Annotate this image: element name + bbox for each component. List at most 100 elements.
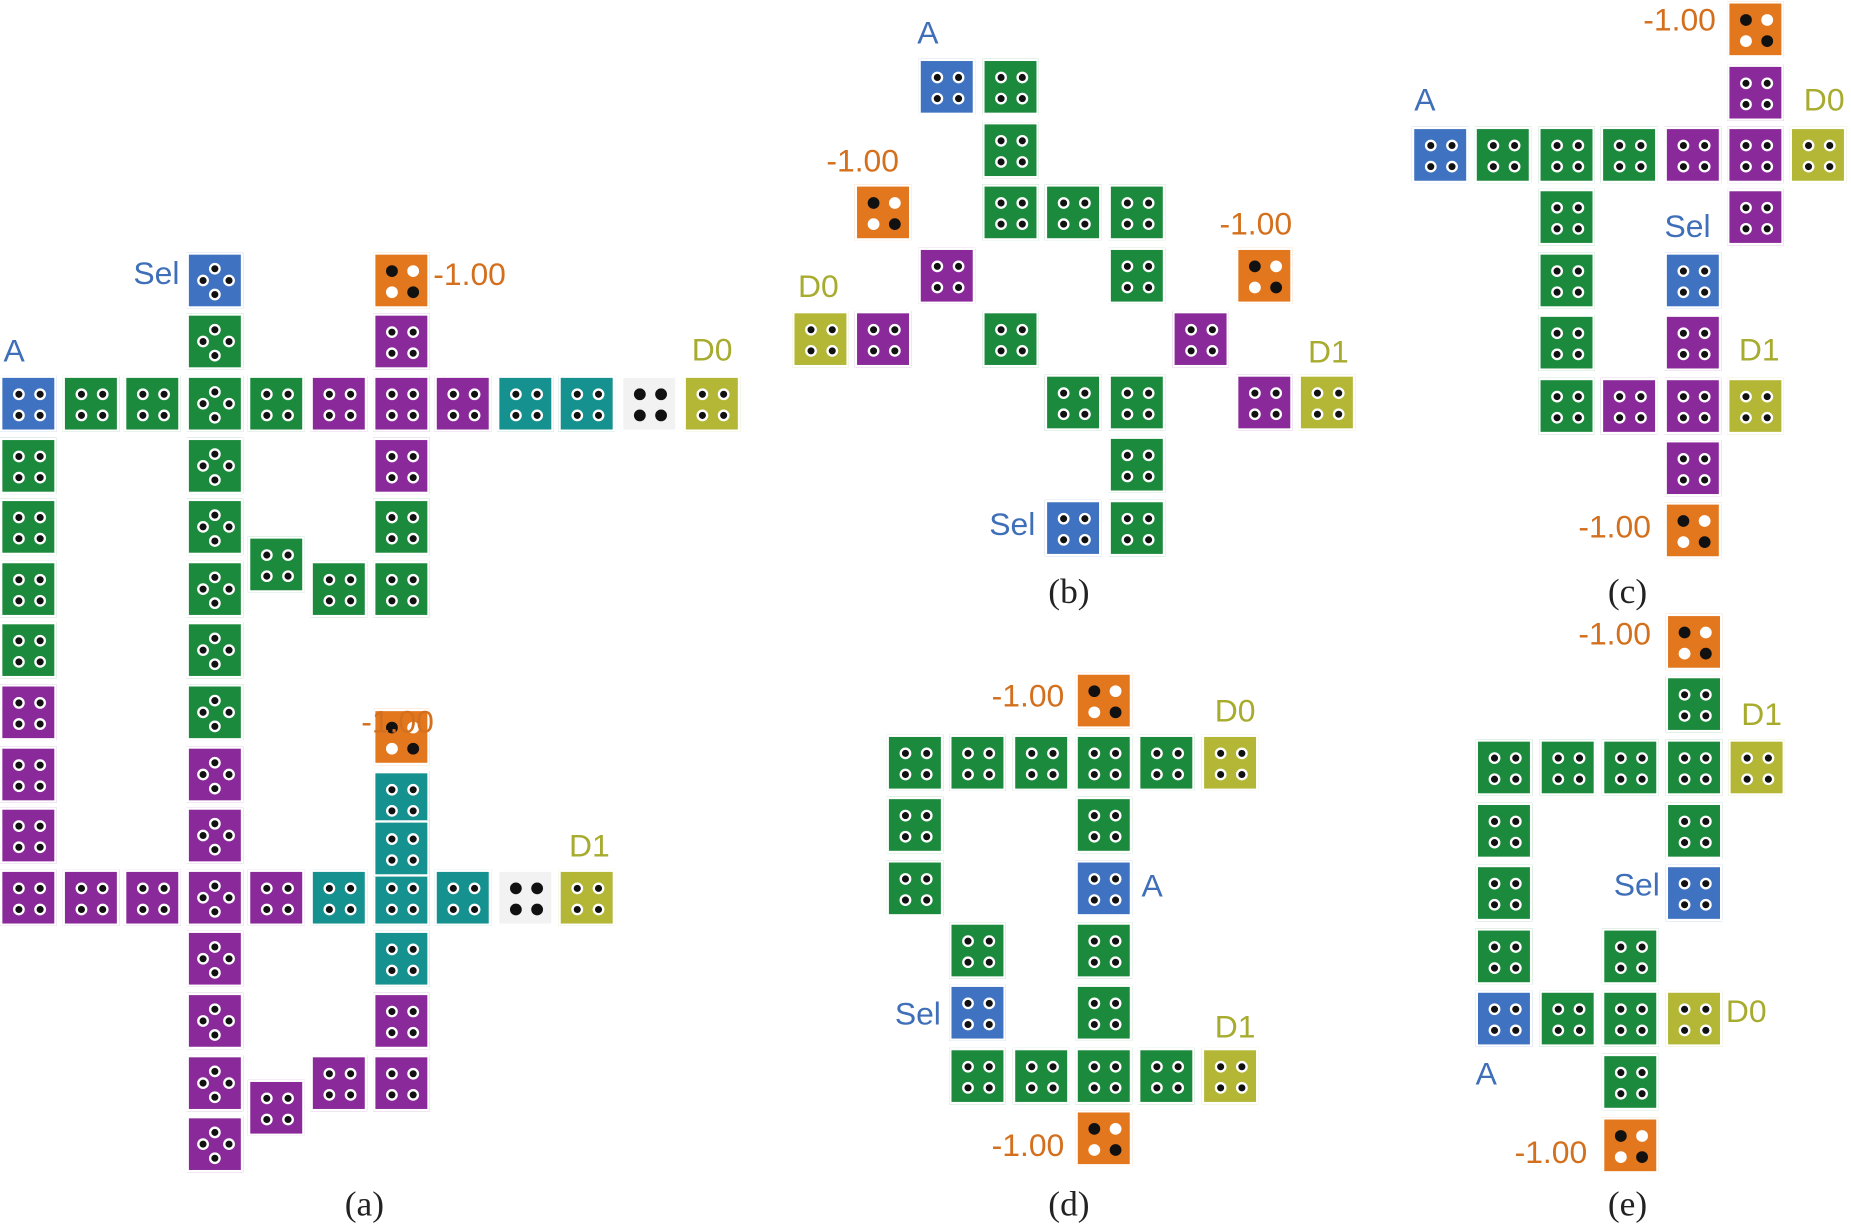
quantum-dot [509,388,522,401]
quantum-dot [1088,809,1101,822]
quantum-dot [1206,345,1219,357]
wire-cell [1600,126,1658,184]
quantum-dot [1636,962,1648,975]
wire-cell [886,860,944,917]
input-cell [0,375,57,432]
quantum-dot [136,882,149,895]
electron-dot [1699,647,1712,660]
wire-cell [1012,734,1070,791]
quantum-dot [1446,139,1458,152]
quantum-dot [34,532,47,545]
wire-cell [1538,314,1595,371]
quantum-dot [447,903,460,916]
quantum-dot [1248,408,1261,421]
wire-cell [949,922,1006,979]
label-d0: D0 [1214,693,1256,729]
quantum-dot [34,450,47,463]
quantum-dot [867,323,880,336]
quantum-dot [1150,747,1163,760]
rotated-cell [186,930,244,987]
quantum-dot [1487,160,1500,173]
quantum-dot [1109,1060,1122,1073]
quantum-dot [983,997,996,1010]
quantum-dot [888,345,901,357]
fixed-cell [373,708,430,766]
quantum-dot [1509,962,1522,975]
quantum-dot [407,882,420,895]
quantum-dot [1488,773,1501,786]
quantum-dot [920,894,933,906]
empty-cell [496,869,554,926]
quantum-dot [1698,474,1711,486]
wire-cell [1075,1047,1133,1105]
quantum-dot [1088,1081,1101,1094]
quantum-dot [995,345,1007,357]
quantum-dot [962,747,974,760]
output-cell [1201,1047,1259,1105]
quantum-dot [1109,873,1122,885]
electron-dot [1109,1144,1122,1156]
quantum-dot [1016,323,1029,336]
quantum-dot [1488,815,1501,828]
quantum-dot [96,388,109,401]
quantum-dot [407,1089,420,1101]
quantum-dot [1802,160,1815,173]
quantum-dot [158,903,170,916]
wire-cell [1235,374,1293,431]
label-a: A [917,15,939,51]
quantum-dot [386,326,398,338]
quantum-dot [1235,747,1248,760]
input-cell [1475,990,1533,1047]
quantum-dot [1636,1130,1648,1142]
quantum-dot [1185,345,1198,357]
quantum-dot [34,882,47,895]
quantum-dot [1677,139,1690,152]
quantum-dot [12,450,25,463]
quantum-dot [158,882,170,895]
quantum-dot [1488,836,1501,849]
quantum-dot [1057,512,1070,525]
quantum-dot [805,345,817,357]
quantum-dot [208,1126,221,1139]
quantum-dot [1698,515,1711,527]
quantum-dot [995,156,1007,168]
quantum-dot [1332,408,1345,421]
wire-cell [949,1047,1006,1105]
quantum-dot [983,768,996,781]
wire-cell [1475,739,1533,796]
quantum-dot [1551,411,1563,424]
quantum-dot [1677,160,1690,173]
quantum-dot [323,1067,336,1080]
wire-cell [1172,310,1229,368]
label-d1: D1 [569,828,610,864]
quantum-dot [208,386,221,398]
fixed-cell [1235,247,1293,304]
quantum-dot [1088,747,1101,760]
wire-cell [373,313,430,370]
quantum-dot [158,388,170,401]
quantum-dot [952,281,965,294]
quantum-dot [1678,1024,1691,1037]
quantum-dot [931,281,944,294]
label-a: A [3,333,25,369]
quantum-dot [447,388,460,401]
quantum-dot [407,388,420,401]
quantum-dot [1509,836,1522,849]
quantum-dot [197,891,209,904]
wire-cell [886,734,944,791]
output-cell [1789,126,1847,184]
quantum-dot [1678,898,1691,911]
quantum-dot [1142,281,1155,294]
quantum-dot [1677,348,1690,361]
wire-cell [373,992,430,1050]
quantum-dot [1488,752,1501,764]
quantum-dot [12,655,25,668]
quantum-dot [136,409,149,422]
quantum-dot [696,388,709,401]
quantum-dot [12,409,25,422]
quantum-dot [1741,773,1754,786]
wire-cell [62,869,120,926]
quantum-dot [995,323,1007,336]
quantum-dot [899,768,912,781]
quantum-dot [1573,773,1586,786]
